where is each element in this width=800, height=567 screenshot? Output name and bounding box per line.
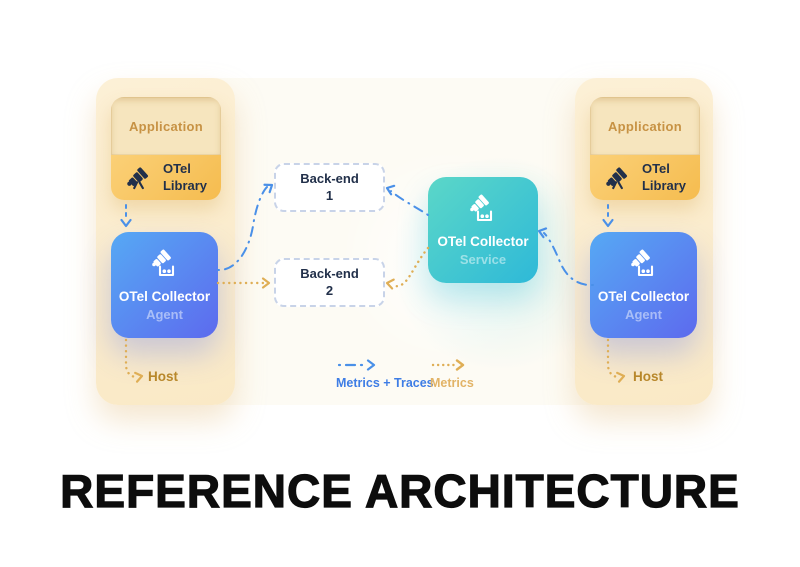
legend-metrics-traces: Metrics + Traces (336, 359, 434, 390)
dotted-arrow-icon (431, 359, 465, 371)
backend-2-number: 2 (325, 282, 334, 298)
telescope-icon (127, 167, 148, 190)
legend-metrics-label: Metrics (430, 376, 474, 390)
otel-collector-agent-left: OTel Collector Agent (111, 232, 218, 338)
host-label-right: Host (633, 369, 663, 384)
library-line2: Library (641, 177, 687, 193)
backend-1-box: Back-end 1 (274, 163, 385, 212)
collector-icon (151, 249, 174, 277)
otel-library-box-left: OTel Library (111, 155, 221, 200)
collector-icon (630, 249, 653, 277)
library-label: OTel Library (163, 161, 207, 195)
page-title: REFERENCE ARCHITECTURE (60, 464, 740, 517)
service-subtitle: Service (459, 252, 507, 267)
legend-metrics: Metrics (430, 359, 474, 390)
library-line1: OTel (641, 160, 670, 176)
library-line1: OTel (162, 160, 191, 176)
application-box-right: Application (590, 97, 700, 155)
otel-library-box-right: OTel Library (590, 155, 700, 200)
backend-2-label: Back-end (300, 266, 359, 282)
application-box-left: Application (111, 97, 221, 155)
collector-icon (470, 194, 493, 222)
otel-collector-service-box: OTel Collector Service (428, 177, 538, 283)
diagram-card: Application (96, 78, 713, 405)
backend-2-box: Back-end 2 (274, 258, 385, 307)
agent-title: OTel Collector (597, 289, 690, 304)
application-unit-left: Application (111, 97, 221, 200)
backend-1-number: 1 (325, 187, 334, 203)
application-label: Application (607, 118, 683, 134)
application-label: Application (128, 118, 204, 134)
host-panel-right: Application (575, 78, 713, 405)
dash-dot-arrow-icon (337, 359, 376, 371)
service-title: OTel Collector (437, 234, 529, 249)
legend-metrics-traces-label: Metrics + Traces (336, 376, 434, 390)
agent-title: OTel Collector (118, 289, 211, 304)
agent-subtitle: Agent (625, 307, 662, 322)
library-line2: Library (162, 177, 208, 193)
host-panel-left: Application (96, 78, 235, 405)
application-unit-right: Application (590, 97, 700, 200)
library-label: OTel Library (642, 161, 686, 195)
agent-subtitle: Agent (146, 307, 183, 322)
telescope-icon (606, 167, 627, 190)
host-label-left: Host (148, 369, 178, 384)
otel-collector-agent-right: OTel Collector Agent (590, 232, 697, 338)
backend-1-label: Back-end (300, 171, 359, 187)
